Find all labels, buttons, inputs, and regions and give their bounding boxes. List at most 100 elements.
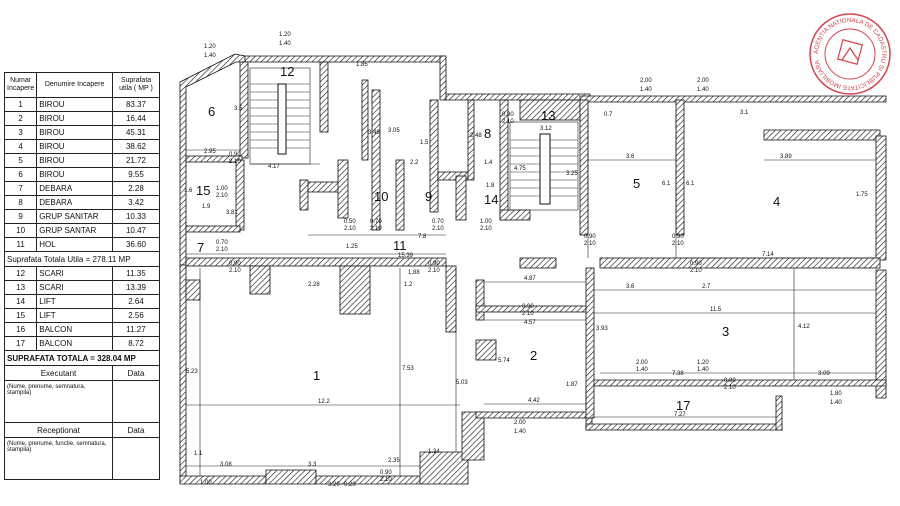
- receptionat-label: Receptionat: [4, 422, 113, 438]
- opening-labels: 1.20 1.40 1.20 1.40 2.00 1.40 2.00 1.40 …: [200, 32, 842, 488]
- dimension-label: 5.03: [456, 380, 468, 386]
- table-cell: 2.64: [112, 294, 160, 309]
- room-label-7: 7: [197, 240, 204, 255]
- table-cell: HOL: [36, 237, 113, 252]
- opening-label: 2.10: [428, 268, 440, 274]
- dimension-label: 6.1: [662, 181, 671, 187]
- dimension-label: 5.74: [498, 358, 510, 364]
- dimension-label: 6.1: [686, 181, 695, 187]
- table-cell: BIROU: [36, 97, 113, 112]
- opening-label: 2.10: [432, 226, 444, 232]
- opening-label: 2.10: [216, 247, 228, 253]
- table-cell: SCARI: [36, 266, 113, 281]
- table-cell: 13: [3, 280, 38, 295]
- table-cell: 17: [3, 336, 38, 351]
- header-name: Denumire Incapere: [36, 72, 113, 98]
- table-header-row: Numar Incapere Denumire Incapere Suprafa…: [3, 72, 160, 98]
- opening-label: 2.10: [216, 193, 228, 199]
- opening-label: 1.80: [830, 391, 842, 397]
- room-label-5: 5: [633, 176, 640, 191]
- dimension-label: 2.28: [308, 282, 320, 288]
- dimension-label: 3.08: [220, 462, 232, 468]
- table-cell: 9: [3, 209, 38, 224]
- table-cell: SCARI: [36, 280, 113, 295]
- opening-label: 1.00: [480, 219, 492, 225]
- table-cell: 3.42: [112, 195, 160, 210]
- opening-label: 0.80: [724, 378, 736, 384]
- dimension-label: 7.8: [418, 234, 427, 240]
- opening-label: 0.90: [229, 261, 241, 267]
- room-label-11: 11: [393, 238, 407, 253]
- dimension-label: 3.1: [740, 110, 749, 116]
- room-labels: 1 2 3 4 5 6 7 8 9 10 11 12 13 14 15 17: [196, 64, 780, 413]
- dimension-label: 3.25: [566, 171, 578, 177]
- opening-label: 0.70: [370, 219, 382, 225]
- opening-label: 2.10: [229, 159, 241, 165]
- interior-walls: [185, 61, 881, 419]
- opening-label: 1.00: [200, 480, 212, 486]
- opening-label: 2.10: [229, 268, 241, 274]
- table-cell: 15: [3, 308, 38, 323]
- receptionat-sign-row: (Nume, prenume, functie, semnatura, stam…: [4, 437, 160, 480]
- table-cell: 11.27: [112, 322, 160, 337]
- table-cell: 10.47: [112, 223, 160, 238]
- table-cell: 83.37: [112, 97, 160, 112]
- room-label-1: 1: [313, 368, 320, 383]
- receptionat-date-cell: [112, 437, 160, 480]
- room-label-17: 17: [676, 398, 690, 413]
- dimension-label: 1.9: [202, 204, 211, 210]
- dimension-label: 1.34: [428, 449, 440, 455]
- opening-label: 0.90: [229, 152, 241, 158]
- dimension-label: 7.38: [672, 371, 684, 377]
- dimension-label: 1.5: [420, 140, 429, 146]
- table-cell: DEBARA: [36, 195, 113, 210]
- grand-total: SUPRAFATA TOTALA = 328.04 MP: [4, 350, 160, 366]
- opening-label: 2.10: [724, 385, 736, 391]
- table-cell: DEBARA: [36, 181, 113, 196]
- dimension-label: 4.87: [524, 276, 536, 282]
- room-label-6: 6: [208, 104, 215, 119]
- opening-label: 2.10: [344, 226, 356, 232]
- grand-total-row: SUPRAFATA TOTALA = 328.04 MP: [4, 350, 160, 366]
- table-cell: GRUP SANTAR: [36, 223, 113, 238]
- room-label-12: 12: [280, 64, 294, 79]
- opening-label: 0.90: [584, 234, 596, 240]
- room-label-8: 8: [484, 126, 491, 141]
- table-cell: BALCON: [36, 322, 113, 337]
- dimension-label: 1.2: [404, 282, 413, 288]
- executant-date-cell: [112, 380, 160, 423]
- dimension-label: 2.48: [470, 133, 482, 139]
- header-num: Numar Incapere: [3, 72, 38, 98]
- dimension-label: 1.85: [356, 62, 368, 68]
- header-area: Suprafata utila ( MP ): [112, 72, 160, 98]
- opening-label: 0.90: [428, 261, 440, 267]
- room-label-14: 14: [484, 192, 498, 207]
- dimension-label: 7.14: [762, 252, 774, 258]
- table-cell: 12: [3, 266, 38, 281]
- table-cell: 2.28: [112, 181, 160, 196]
- table-cell: 4: [3, 139, 38, 154]
- dimension-lines: [186, 110, 876, 476]
- opening-label: 1.40: [514, 429, 526, 435]
- dimension-label: 15.39: [398, 253, 414, 259]
- dimension-label: 11.5: [710, 307, 722, 313]
- opening-label: 0.90: [522, 304, 534, 310]
- receptionat-note: (Nume, prenume, functie, semnatura, stam…: [4, 437, 113, 480]
- opening-label: 0.70: [432, 219, 444, 225]
- dimension-label: 3.3: [308, 462, 317, 468]
- dimension-label: 4.12: [798, 324, 810, 330]
- cadastre-stamp: AGENTIA NATIONALA DE CADASTRU SI PUBLICI…: [809, 13, 891, 95]
- receptionat-date-label: Data: [112, 422, 160, 438]
- staircase-13: [509, 121, 579, 211]
- dimension-label: 12.2: [318, 399, 330, 405]
- dimension-label: 7.53: [402, 366, 414, 372]
- table-cell: 8: [3, 195, 38, 210]
